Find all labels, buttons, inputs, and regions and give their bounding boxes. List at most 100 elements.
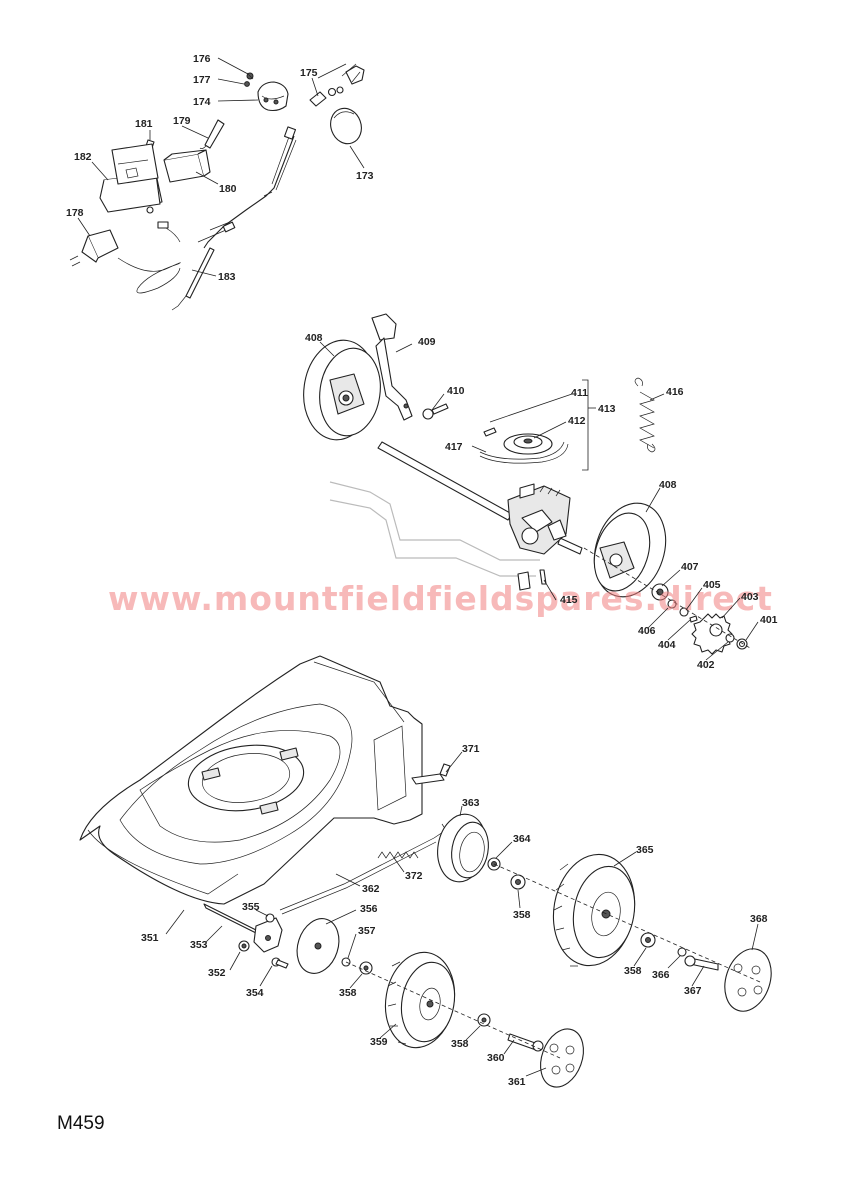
part-361-wheel-cap (540, 1028, 584, 1088)
callout-410: 410 (447, 385, 465, 397)
callout-173: 173 (356, 170, 374, 182)
callout-355: 355 (242, 901, 260, 913)
callout-176: 176 (193, 53, 211, 65)
callout-352: 352 (208, 967, 226, 979)
part-354-bolt (271, 957, 289, 969)
callout-411: 411 (571, 387, 588, 399)
callout-177: 177 (193, 74, 211, 86)
part-372-spring (377, 851, 419, 859)
part-411-pin (483, 427, 497, 437)
callout-175: 175 (300, 67, 318, 79)
part-367-bolt (684, 955, 719, 971)
part-412-pulley (503, 433, 553, 455)
part-178-charger (69, 221, 181, 294)
part-404-pin (689, 615, 698, 623)
part-409-height-lever (371, 313, 413, 421)
callout-labels: 176 177 174 175 173 181 179 182 180 178 … (66, 53, 778, 1088)
part-365-rear-wheel (552, 853, 636, 967)
callout-358-a: 358 (513, 909, 531, 921)
part-179-charger-lead (199, 119, 225, 150)
callout-351: 351 (141, 932, 159, 944)
callout-368: 368 (750, 913, 768, 925)
callout-360: 360 (487, 1052, 505, 1064)
cable-harness (171, 126, 297, 311)
callout-354: 354 (246, 987, 264, 999)
callout-362: 362 (362, 883, 380, 895)
callout-363: 363 (462, 797, 480, 809)
callout-179: 179 (173, 115, 191, 127)
callout-408-left: 408 (305, 332, 323, 344)
electric-start-assembly (69, 63, 365, 311)
gearbox (507, 483, 571, 555)
callout-406: 406 (638, 625, 656, 637)
callout-365: 365 (636, 844, 654, 856)
callout-174: 174 (193, 96, 211, 108)
part-403-pinion-gear (691, 613, 733, 655)
mower-deck-assembly (79, 655, 772, 1088)
callout-401: 401 (760, 614, 778, 626)
leader-lines (77, 57, 759, 1077)
part-406-washer (667, 599, 677, 609)
part-352-washer (238, 940, 250, 952)
callout-416: 416 (666, 386, 684, 398)
part-366-washer (677, 947, 687, 957)
part-402-washer (725, 633, 735, 643)
diagram-code: M459 (57, 1113, 105, 1134)
callout-178: 178 (66, 207, 84, 219)
callout-353: 353 (190, 939, 208, 951)
part-363-ring-gear (437, 813, 489, 883)
part-180-battery (163, 149, 211, 183)
callout-364: 364 (513, 833, 531, 845)
callout-409: 409 (418, 336, 436, 348)
callout-403: 403 (741, 591, 759, 603)
part-416-spring (634, 377, 656, 453)
callout-402: 402 (697, 659, 715, 671)
callout-366: 366 (652, 969, 670, 981)
callout-356: 356 (360, 903, 378, 915)
callout-408-right: 408 (659, 479, 677, 491)
callout-412: 412 (568, 415, 586, 427)
part-358-bearing-c (640, 932, 656, 948)
callout-359: 359 (370, 1036, 388, 1048)
callout-358-c: 358 (624, 965, 642, 977)
part-359-front-wheel (384, 951, 456, 1049)
callout-371: 371 (462, 743, 480, 755)
part-358-bearing-b (510, 874, 526, 890)
part-175-ignition-key (309, 63, 365, 107)
callout-404: 404 (658, 639, 676, 651)
callout-405: 405 (703, 579, 721, 591)
drive-axle (377, 441, 583, 555)
part-173-cover-cap (330, 107, 362, 145)
callout-413: 413 (598, 403, 616, 415)
part-410-bolt (422, 403, 449, 420)
part-353-rear-flap-bracket (203, 903, 283, 953)
callout-415: 415 (560, 594, 578, 606)
callout-417: 417 (445, 441, 463, 453)
callout-183: 183 (218, 271, 236, 283)
part-417-drive-belt (479, 441, 569, 464)
callout-182: 182 (74, 151, 92, 163)
callout-372: 372 (405, 870, 423, 882)
callout-358-b: 358 (339, 987, 357, 999)
callout-407: 407 (681, 561, 699, 573)
callout-357: 357 (358, 925, 376, 937)
part-368-wheel-cap (724, 948, 772, 1012)
drive-assembly (303, 313, 751, 655)
part-358-bearing-d (477, 1013, 491, 1027)
part-174-switch-housing (257, 81, 289, 112)
callout-367: 367 (684, 985, 702, 997)
part-356-wheel-cap (296, 918, 340, 974)
part-358-bearing-a (359, 961, 373, 975)
part-351-deck (79, 655, 423, 905)
part-371-height-lever (411, 763, 451, 785)
part-401-circlip (736, 638, 748, 650)
part-408-wheel-cover-right (593, 502, 667, 598)
callout-180: 180 (219, 183, 237, 195)
part-408-wheel-cover-left (303, 339, 381, 441)
callout-358-d: 358 (451, 1038, 469, 1050)
watermark-text: www.mountfieldfieldspares.direct (108, 579, 773, 618)
part-177-nut (244, 81, 250, 87)
callout-361: 361 (508, 1076, 526, 1088)
callout-181: 181 (135, 118, 153, 130)
